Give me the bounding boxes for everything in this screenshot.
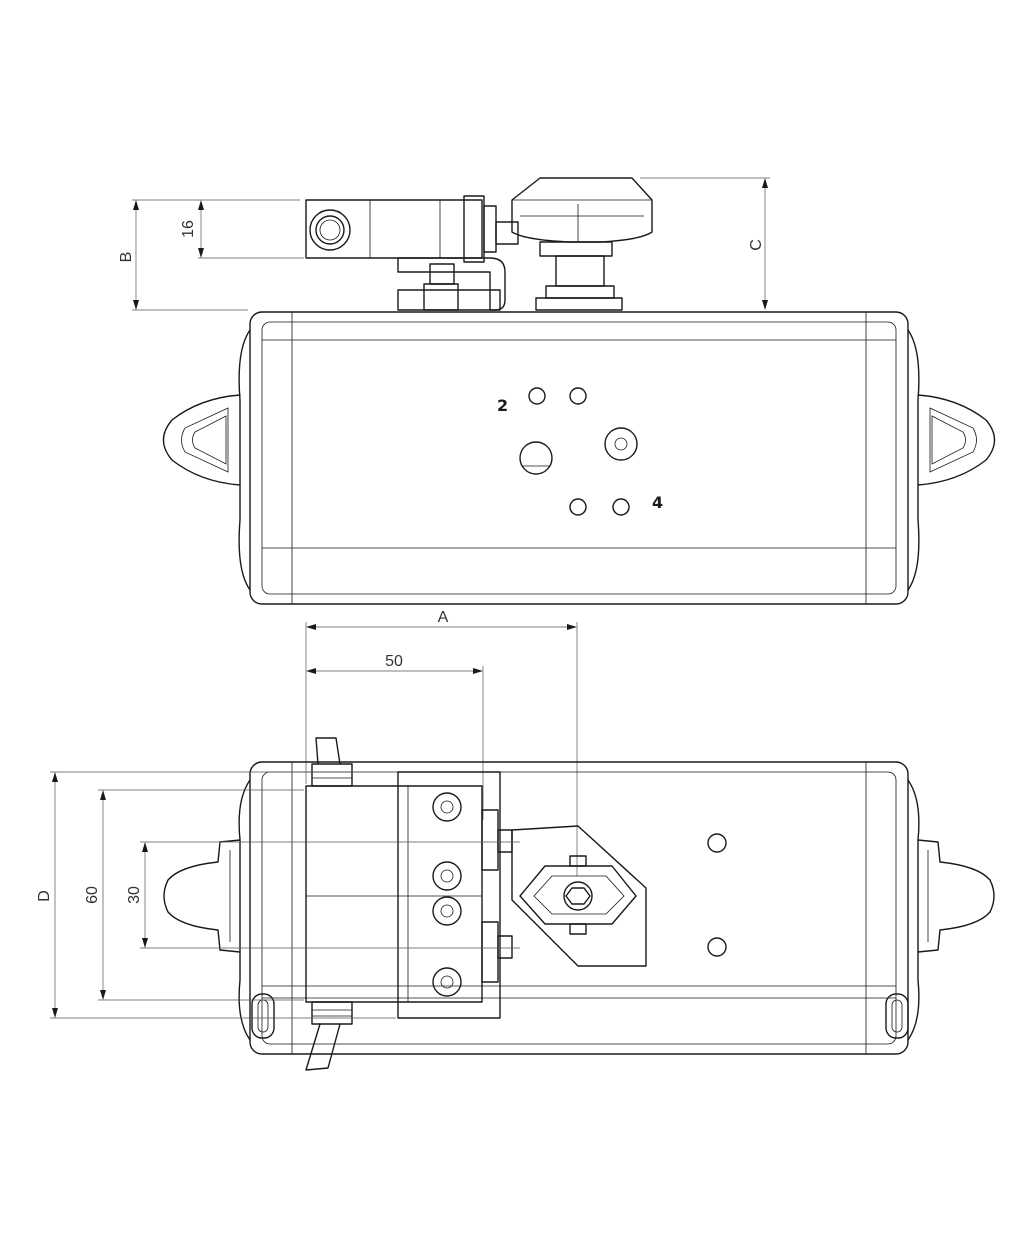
plan-view: D 60 30 <box>36 737 995 1071</box>
mount-hole-upper <box>707 833 727 853</box>
dimension-b-label: B <box>118 252 135 263</box>
position-indicator-front <box>511 177 653 311</box>
dimension-c <box>640 177 770 310</box>
dimension-50-label: 50 <box>385 653 403 670</box>
port-holes-front <box>519 387 638 516</box>
mounting-plate-plan <box>397 771 647 1019</box>
right-lug-plan <box>917 839 995 953</box>
solenoid-bracket-front <box>305 195 519 311</box>
dimension-60 <box>98 789 304 1001</box>
front-view: 2 4 <box>118 177 996 605</box>
left-lug-front <box>162 394 241 486</box>
dimension-d-label: D <box>36 890 53 902</box>
dimension-a <box>305 622 578 876</box>
dimension-16-label: 16 <box>180 220 197 238</box>
solenoid-valve-plan <box>305 737 483 1071</box>
dimension-50 <box>306 666 484 820</box>
port-2-label: 2 <box>497 396 508 415</box>
dimension-d <box>50 771 396 1019</box>
actuator-body-plan <box>238 761 920 1055</box>
dimension-b <box>132 199 300 311</box>
position-indicator-plan <box>519 855 637 935</box>
dimension-a-label: A <box>438 609 449 626</box>
dimension-16 <box>198 200 304 259</box>
dimension-30 <box>140 841 520 949</box>
right-lug-front <box>917 394 996 486</box>
dimension-30-label: 30 <box>126 886 143 904</box>
port-4-label: 4 <box>652 493 663 512</box>
dimension-60-label: 60 <box>84 886 101 904</box>
mount-hole-lower <box>707 937 727 957</box>
left-lug-plan <box>163 839 241 953</box>
dimension-c-label: C <box>748 239 765 251</box>
actuator-body-front <box>238 311 920 605</box>
